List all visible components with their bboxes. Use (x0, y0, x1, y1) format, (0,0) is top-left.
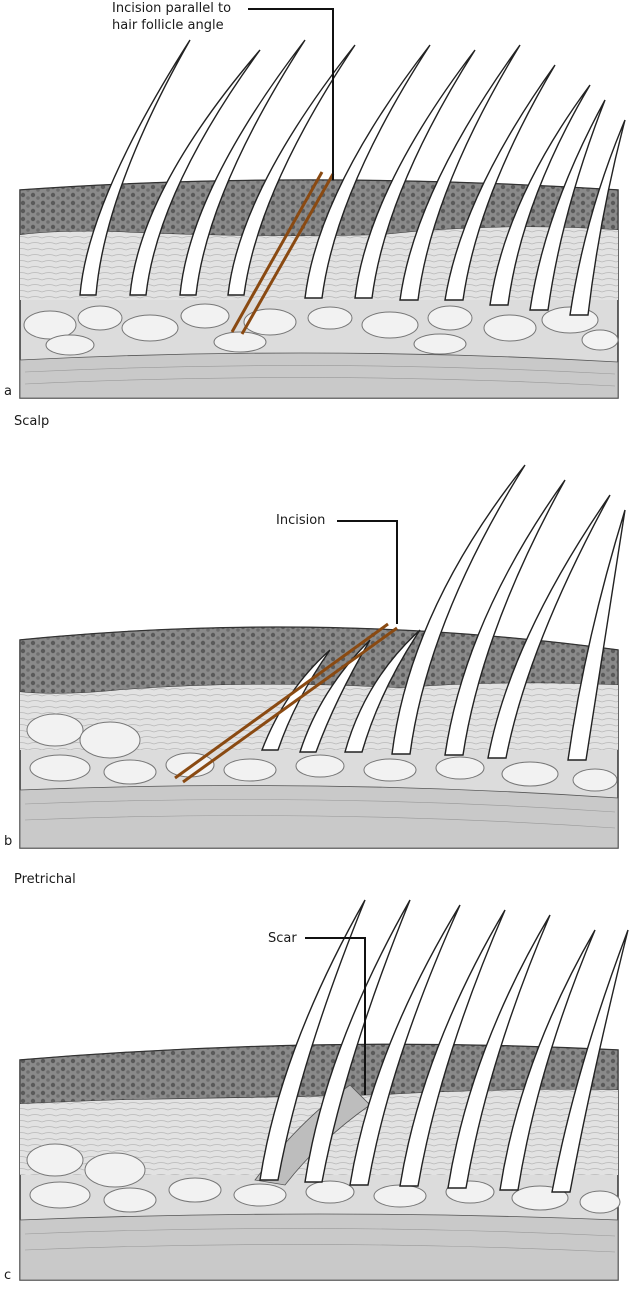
panel-a-illustration (19, 8, 626, 399)
panel-a: Incision parallel to hair follicle angle… (0, 0, 636, 440)
panel-b: Incision b Pretrichal (0, 440, 636, 890)
leader-line-b (337, 520, 398, 624)
panel-c: Scar c (0, 890, 636, 1304)
caption-pretrichal: Pretrichal (14, 872, 76, 887)
incision-lines (174, 622, 398, 784)
incision-lines (230, 171, 335, 335)
panel-b-illustration (19, 464, 626, 849)
panel-letter-c: c (4, 1268, 12, 1283)
panel-c-illustration (19, 899, 629, 1281)
fascia-layer (19, 785, 619, 849)
panel-letter-b: b (4, 834, 13, 849)
fascia-layer (19, 352, 619, 399)
hair-follicles (79, 39, 626, 316)
hair-follicles (259, 899, 629, 1193)
fat-lobules (26, 1143, 621, 1214)
annotation-incision: Incision (276, 513, 326, 528)
hair-follicles (260, 464, 626, 761)
caption-scalp: Scalp (14, 414, 50, 429)
fat-lobules (23, 303, 619, 356)
leader-line-a (248, 8, 334, 180)
leader-line-c (305, 937, 366, 1095)
annotation-scar: Scar (268, 931, 297, 946)
annotation-incision-parallel: Incision parallel to hair follicle angle (112, 1, 232, 33)
panel-letter-a: a (4, 384, 12, 399)
